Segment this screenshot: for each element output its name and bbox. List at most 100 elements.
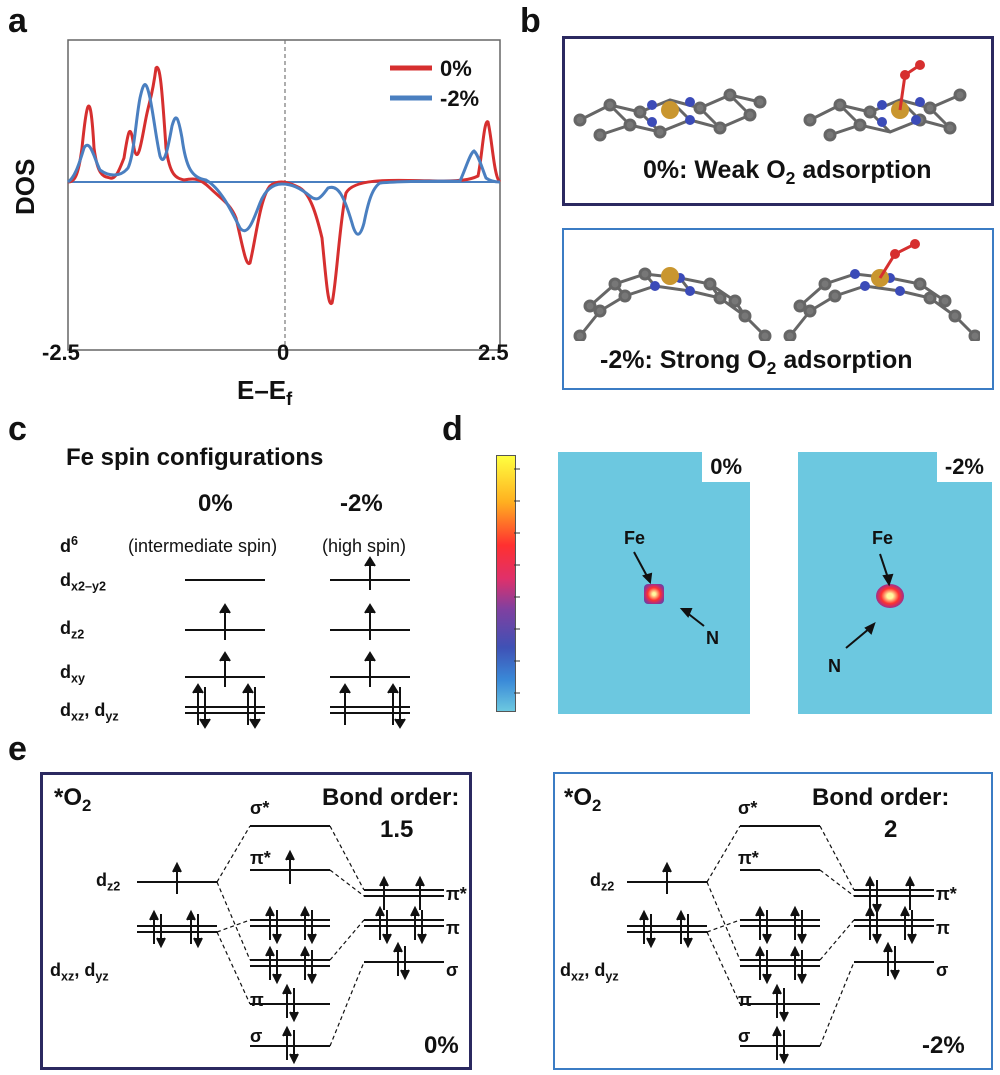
- mo-diagram-minus2pct: [627, 825, 934, 1065]
- spin-col-header-minus2pct: -2%: [340, 490, 383, 517]
- mo-diagram-0pct: [137, 825, 444, 1065]
- x-tick-label-zero: 0: [277, 340, 290, 365]
- x-axis-label: E–Ef: [237, 375, 292, 410]
- dyz-sub-minus2pct: yz: [605, 969, 619, 984]
- legend-label-minus2pct: -2%: [440, 86, 480, 111]
- weak-adsorption-box: [562, 36, 994, 206]
- dxz-mid-0pct: , d: [74, 960, 96, 980]
- spin-config-diagram: [185, 556, 410, 729]
- strong-caption-sub: 2: [766, 358, 777, 378]
- spin-col-header-0pct: 0%: [198, 490, 233, 517]
- dxz-dyz-label-minus2pct: dxz, dyz: [560, 960, 619, 984]
- dz2-label-minus2pct: dz2: [590, 870, 614, 894]
- panel-a-label: a: [8, 2, 27, 40]
- orbital-dz2-main: d: [60, 618, 71, 638]
- d6-main: d: [60, 536, 71, 556]
- dxz-sub-0pct: xz: [61, 969, 75, 984]
- strong-caption-pre: -2%: Strong O: [600, 346, 767, 374]
- dxz-main-minus2pct: d: [560, 960, 571, 980]
- legend-label-0pct: 0%: [440, 56, 472, 81]
- pi-star-label-0pct: π*: [250, 848, 271, 868]
- mo-diagram-box-0pct: [40, 772, 472, 1070]
- fe-density-spot-minus2pct: [876, 584, 904, 608]
- high-spin-label: (high spin): [322, 536, 407, 556]
- orbital-dyz-sub: yz: [105, 709, 119, 724]
- strong-caption-post: adsorption: [776, 346, 913, 374]
- weak-caption-sub: 2: [785, 168, 796, 188]
- bond-order-value-0pct: 1.5: [380, 816, 414, 843]
- pi-star-label-minus2pct: π*: [738, 848, 759, 868]
- fe-arrows-minus2pct: [845, 553, 894, 649]
- orbital-label-dz2: dz2: [60, 618, 84, 642]
- orbital-dz2-sub: z2: [71, 627, 85, 642]
- bond-order-label-0pct: Bond order:: [322, 784, 460, 811]
- o2-sub-minus2pct: 2: [592, 795, 602, 815]
- dxz-mid-minus2pct: , d: [584, 960, 606, 980]
- series-minus2pct-line: [67, 83, 501, 236]
- fe-arrows-0pct: [633, 551, 705, 627]
- x-axis-label-sub: f: [286, 389, 293, 410]
- color-scale-ticks: [514, 468, 520, 694]
- panel-e-label: e: [8, 730, 27, 768]
- n-label-0pct: N: [706, 628, 719, 648]
- fe-label-minus2pct: Fe: [872, 528, 894, 548]
- heatmap-tag-minus2pct: -2%: [936, 452, 992, 482]
- bond-order-value-minus2pct: 2: [884, 816, 898, 843]
- heatmap-tag-0pct: 0%: [702, 452, 750, 482]
- orbital-dxy-sub: xy: [71, 671, 86, 686]
- orbital-dx2y2-main: d: [60, 570, 71, 590]
- o2-pi-star-label-0pct: π*: [446, 884, 467, 904]
- bond-order-label-minus2pct: Bond order:: [812, 784, 950, 811]
- orbital-label-dxy: dxy: [60, 662, 85, 686]
- o2-sigma-label-minus2pct: σ: [936, 960, 949, 980]
- dos-axis-label: DOS: [10, 158, 40, 215]
- n-label-minus2pct: N: [828, 656, 841, 676]
- panel-c-label: c: [8, 410, 27, 448]
- orbital-dxz-sub: xz: [71, 709, 85, 724]
- intermediate-spin-label: (intermediate spin): [128, 536, 278, 556]
- dz2-sub-minus2pct: z2: [601, 879, 615, 894]
- color-scale-bar: [496, 455, 516, 712]
- o2-sub-0pct: 2: [82, 795, 92, 815]
- o2-adsorbate-label-0pct: *O2: [54, 784, 91, 816]
- orbital-dxy-main: d: [60, 662, 71, 682]
- orbital-label-dxz-dyz: dxz, dyz: [60, 700, 119, 724]
- sigma-label-0pct: σ: [250, 1026, 263, 1046]
- dz2-sub-0pct: z2: [107, 879, 121, 894]
- o2-main-0pct: *O: [54, 784, 83, 811]
- d6-sup: 6: [71, 534, 79, 548]
- fen4-molecule-flat: [573, 60, 967, 142]
- sigma-star-label-minus2pct: σ*: [738, 798, 758, 818]
- x-tick-label-neg: -2.5: [42, 340, 80, 365]
- strong-adsorption-box: [562, 228, 994, 390]
- dz2-label-0pct: dz2: [96, 870, 120, 894]
- strain-label-minus2pct: -2%: [922, 1032, 965, 1059]
- o2-pi-label-minus2pct: π: [936, 918, 950, 938]
- weak-caption-post: adsorption: [795, 156, 932, 184]
- orbital-dxz-main: d: [60, 700, 71, 720]
- strong-adsorption-caption: -2%: Strong O2 adsorption: [600, 346, 913, 379]
- charge-density-map-minus2pct: -2%: [798, 452, 992, 714]
- o2-pi-star-label-minus2pct: π*: [936, 884, 957, 904]
- o2-pi-label-0pct: π: [446, 918, 460, 938]
- orbital-label-dx2y2: dx2–y2: [60, 570, 106, 594]
- dyz-sub-0pct: yz: [95, 969, 109, 984]
- fen4-molecule-curved: [573, 239, 980, 341]
- panel-d-label: d: [442, 410, 463, 448]
- orbital-dyz-mid: , d: [84, 700, 106, 720]
- dos-chart: [67, 39, 502, 351]
- spin-config-title: Fe spin configurations: [66, 444, 324, 471]
- dxz-main-0pct: d: [50, 960, 61, 980]
- dz2-main-0pct: d: [96, 870, 107, 890]
- dos-plot-frame: [67, 39, 501, 351]
- dxz-sub-minus2pct: xz: [571, 969, 585, 984]
- o2-sigma-label-0pct: σ: [446, 960, 459, 980]
- fe-label-0pct: Fe: [624, 528, 646, 548]
- x-axis-label-main: E–E: [237, 375, 287, 405]
- sigma-label-minus2pct: σ: [738, 1026, 751, 1046]
- panel-b-label: b: [520, 2, 541, 40]
- o2-adsorbate-label-minus2pct: *O2: [564, 784, 601, 816]
- dxz-dyz-label-0pct: dxz, dyz: [50, 960, 109, 984]
- x-tick-label-pos: 2.5: [478, 340, 509, 365]
- strain-label-0pct: 0%: [424, 1032, 459, 1059]
